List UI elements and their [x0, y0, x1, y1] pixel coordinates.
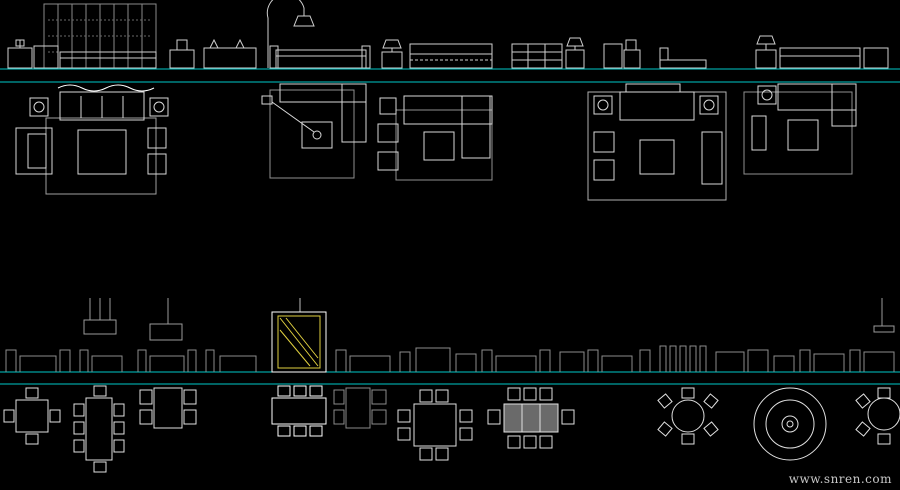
- dining-elevations: [6, 298, 894, 372]
- plan-round-table-12: [754, 388, 826, 460]
- plan-sofa-set-2: [588, 84, 726, 200]
- plan-table-dashed: [334, 388, 386, 428]
- plan-banquet-table-10: [488, 388, 574, 448]
- living-room-elevations: [8, 0, 888, 68]
- elevation-glass-cabinet: [272, 298, 326, 372]
- elevation-screen-sofa-set: [8, 4, 156, 68]
- plan-round-table-partial: [856, 388, 900, 444]
- elevation-side-table-lamp: [170, 40, 256, 68]
- elevation-dining-chairs-row: [6, 346, 894, 372]
- elevation-lamp-long-sofa: [756, 36, 888, 68]
- watermark-text: www.snren.com: [788, 472, 892, 486]
- dining-plans: [4, 386, 900, 472]
- living-room-plans: [16, 84, 856, 200]
- plan-sectional-chairs: [378, 96, 492, 180]
- elevation-cabinet-lamp: [512, 38, 584, 68]
- plan-round-table-6: [658, 388, 718, 444]
- elevation-pendant-lights: [84, 298, 894, 340]
- plan-table-6-side: [140, 388, 196, 428]
- elevation-floor-lamp-sofa: [267, 0, 370, 68]
- plan-square-table-8: [398, 390, 472, 460]
- plan-sectional-lamp: [262, 84, 366, 178]
- plan-rect-table-8: [74, 386, 124, 472]
- elevation-chair-daybed: [604, 40, 706, 68]
- plan-rect-table-6: [272, 386, 326, 436]
- plan-sofa-set-1: [16, 85, 168, 194]
- plan-l-sofa: [744, 84, 856, 174]
- plan-square-table-4: [4, 388, 60, 444]
- elevation-lamp-chair-sofa: [382, 40, 492, 68]
